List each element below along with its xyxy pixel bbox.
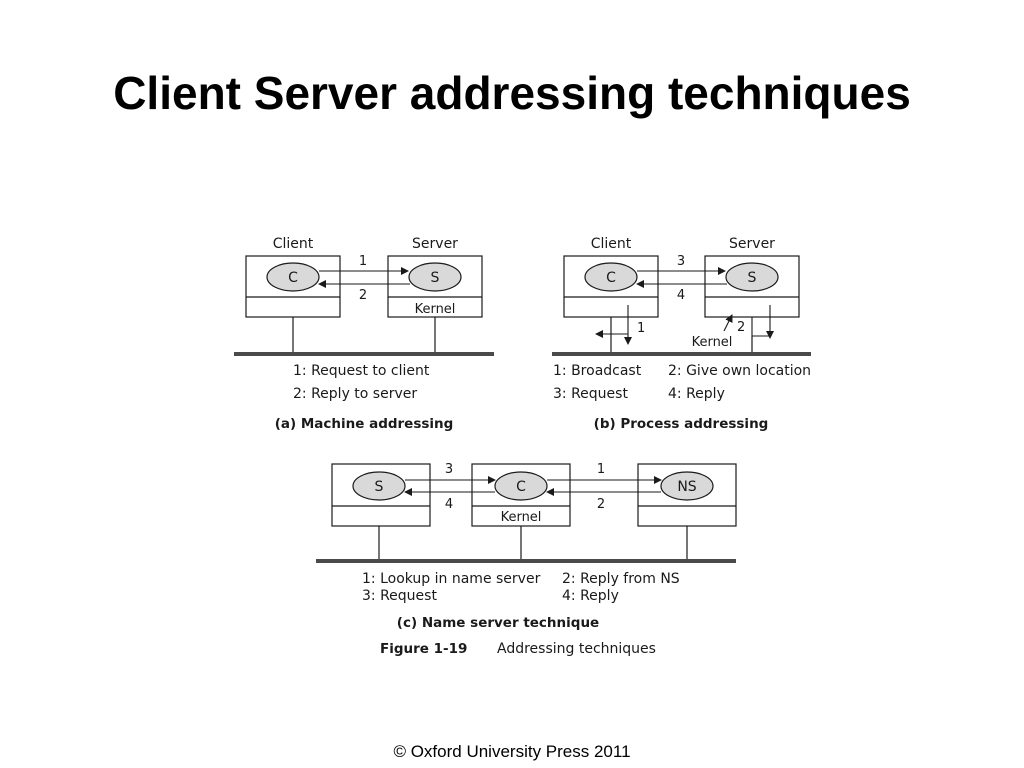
panel-b-client-node (584, 262, 638, 292)
panel-b-legend-1: 1: Broadcast (553, 363, 642, 379)
panel-c-ns-node (660, 471, 714, 501)
panel-c-legend-1: 1: Lookup in name server (362, 571, 541, 587)
panel-b-caption: (b) Process addressing (594, 416, 769, 432)
panel-c-server-node (352, 471, 406, 501)
panel-c-client-node-label: C (516, 479, 526, 495)
panel-b-location-label: 2 (737, 320, 745, 335)
panel-c-name-server-technique: S C NS Kernel 3 4 1 2 1: Lookup in name … (316, 462, 737, 631)
panel-b-arrow-3-label: 3 (677, 254, 685, 269)
figure-caption: Addressing techniques (497, 641, 656, 657)
panel-a-caption: (a) Machine addressing (275, 416, 454, 432)
panel-a-server-node-label: S (431, 270, 440, 286)
panel-a-server-label: Server (412, 236, 458, 252)
panel-c-arrow-1-label: 1 (597, 462, 605, 477)
panel-b-arrow-4-label: 4 (677, 288, 685, 303)
panel-b-server-node (725, 262, 779, 292)
panel-b-legend-2: 2: Give own location (668, 363, 811, 379)
panel-b-process-addressing: Client Server C S 3 4 1 2 Kernel 1: Broa… (552, 236, 811, 432)
panel-c-legend-3: 3: Request (362, 588, 437, 604)
panel-a-client-node (266, 262, 320, 292)
panel-b-legend-4: 4: Reply (668, 386, 725, 402)
panel-c-ns-node-label: NS (677, 479, 696, 495)
panel-b-legend-3: 3: Request (553, 386, 628, 402)
figure-number: Figure 1-19 (380, 641, 467, 657)
panel-c-caption: (c) Name server technique (397, 615, 599, 631)
panel-c-arrow-4-label: 4 (445, 497, 453, 512)
panel-b-location-arrow (723, 314, 733, 332)
panel-c-client-node (494, 471, 548, 501)
panel-b-client-node-label: C (606, 270, 616, 286)
panel-c-server-box (331, 463, 431, 527)
panel-a-server-node (408, 262, 462, 292)
panel-a-machine-addressing: Client Server C S Kernel 1 2 1: Request … (234, 236, 494, 432)
panel-c-arrow-2-label: 2 (597, 497, 605, 512)
panel-a-arrow-1-label: 1 (359, 254, 367, 269)
slide-title: Client Server addressing techniques (113, 67, 911, 119)
panel-c-legend-2: 2: Reply from NS (562, 571, 680, 587)
panel-c-arrow-3-label: 3 (445, 462, 453, 477)
panel-a-legend-1: 1: Request to client (293, 363, 430, 379)
panel-b-kernel-label: Kernel (692, 335, 733, 350)
panel-a-arrow-2-label: 2 (359, 288, 367, 303)
panel-b-server-node-label: S (748, 270, 757, 286)
panel-b-server-label: Server (729, 236, 775, 252)
panel-c-server-node-label: S (375, 479, 384, 495)
panel-a-kernel-label: Kernel (415, 302, 456, 317)
panel-a-client-label: Client (273, 236, 314, 252)
copyright-notice: © Oxford University Press 2011 (393, 742, 631, 761)
panel-c-kernel-label: Kernel (501, 510, 542, 525)
panel-b-client-label: Client (591, 236, 632, 252)
panel-b-broadcast-label: 1 (637, 321, 645, 336)
panel-a-client-node-label: C (288, 270, 298, 286)
panel-c-legend-4: 4: Reply (562, 588, 619, 604)
panel-a-legend-2: 2: Reply to server (293, 386, 417, 402)
